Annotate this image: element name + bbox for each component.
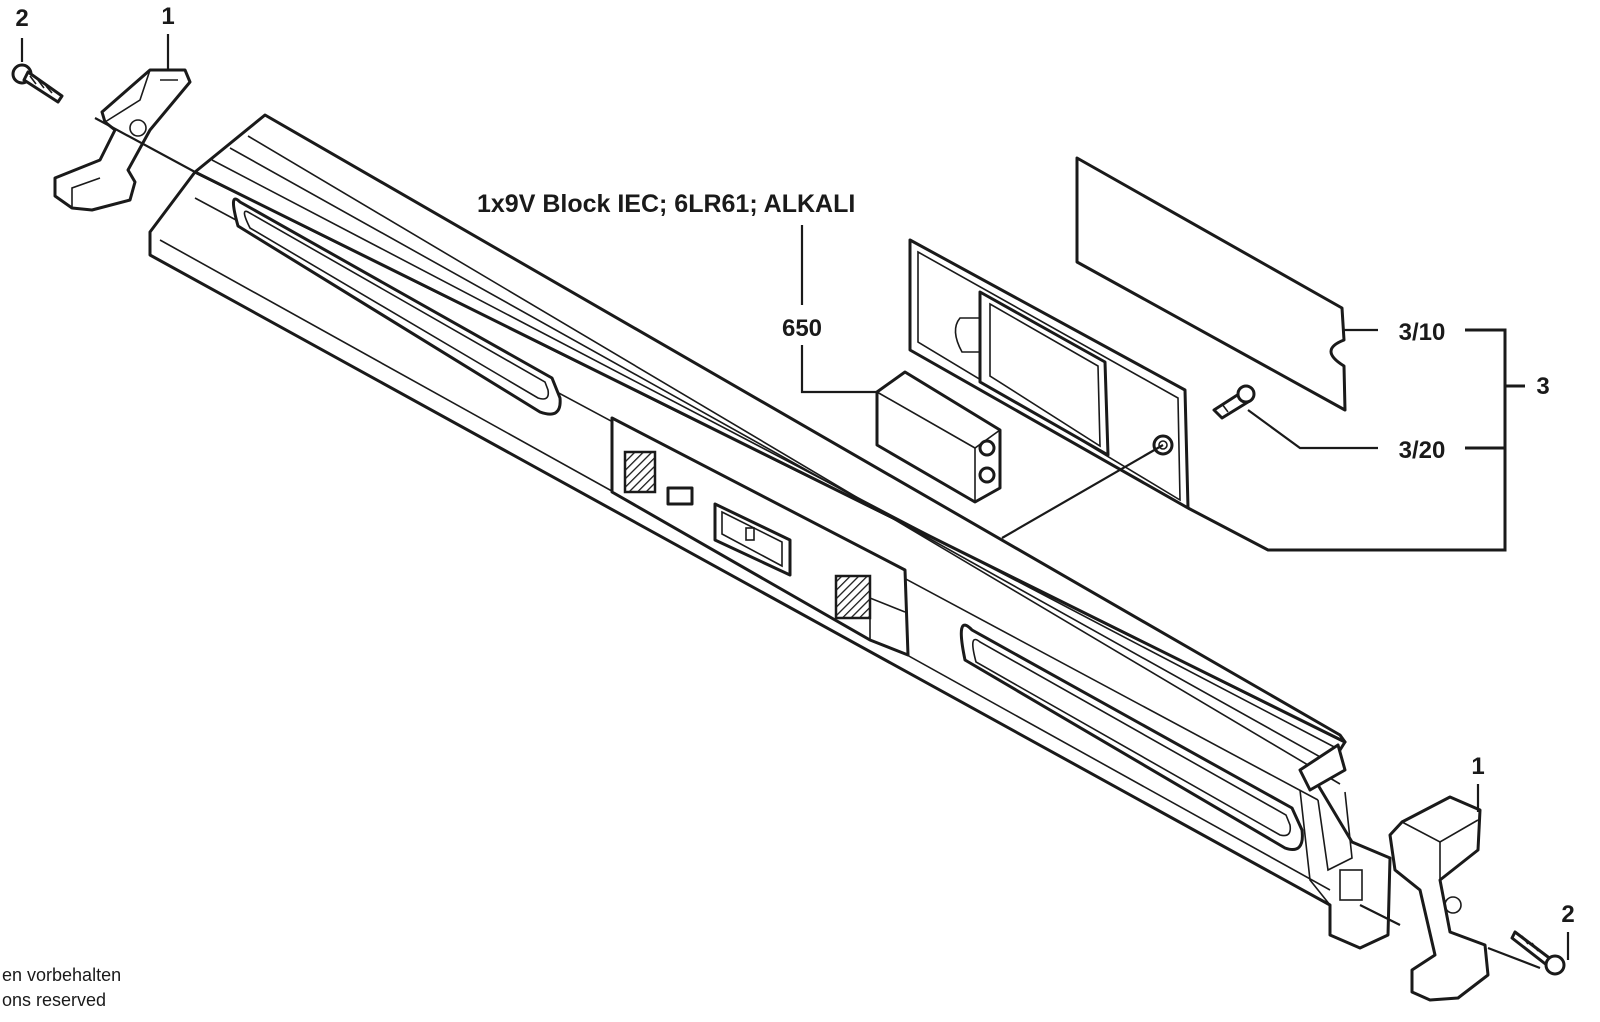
- battery-spec-label: 1x9V Block IEC; 6LR61; ALKALI: [477, 190, 855, 218]
- battery-9v: [875, 370, 1002, 504]
- label-screw-top: 2: [15, 5, 28, 32]
- hatched-pad-right: [834, 574, 872, 620]
- vial-window-left: [232, 197, 562, 416]
- leader-lines: [20, 34, 1570, 970]
- cover-screw: [1212, 384, 1256, 420]
- assembly-bracket: [1187, 328, 1525, 552]
- battery-terminal-negative: [978, 466, 996, 484]
- label-screw-bottom: 2: [1561, 901, 1574, 928]
- vial-window-right: [959, 623, 1304, 851]
- cover-label-plate: [1075, 156, 1347, 412]
- footer-line-2: ons reserved: [2, 990, 106, 1010]
- control-panel: [610, 416, 910, 657]
- footer-line-1: en vorbehalten: [2, 965, 121, 985]
- label-cover-screw: 3/20: [1399, 437, 1446, 464]
- indicator-led: [666, 486, 694, 506]
- label-assembly: 3: [1536, 373, 1549, 400]
- label-endcap-top: 1: [161, 3, 174, 30]
- label-endcap-bottom: 1: [1471, 753, 1484, 780]
- endcap-top: [53, 68, 192, 212]
- label-cover: 3/10: [1399, 319, 1446, 346]
- screw-top: [11, 63, 64, 104]
- screw-bottom: [1510, 930, 1566, 976]
- endcap-bottom: [1388, 795, 1490, 1002]
- battery-terminal-positive: [978, 439, 996, 457]
- label-battery: 650: [782, 315, 822, 342]
- hatched-pad-left: [623, 450, 657, 494]
